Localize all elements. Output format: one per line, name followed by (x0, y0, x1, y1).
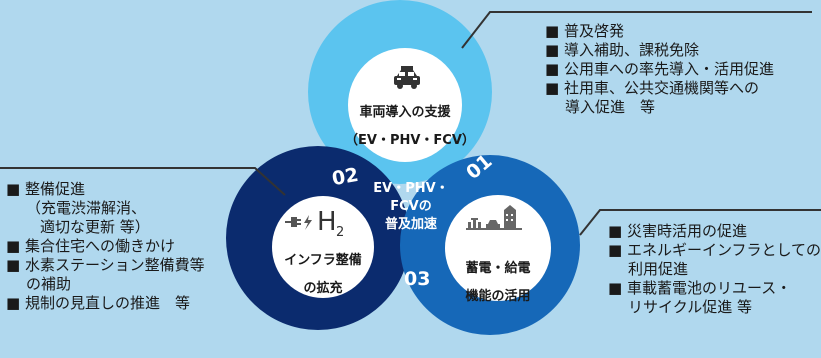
top-callout-line-1: ■ 普及啓発 (545, 22, 624, 40)
left-circle-subtitle-line: の拡充 (303, 281, 343, 296)
right-inner-disc (445, 195, 551, 301)
top-circle-subtitle-line: （EV・PHV・FCV） (345, 133, 475, 148)
h2-letter: H (317, 207, 337, 237)
right-callout-line-5: リサイクル促進 等 (628, 298, 753, 316)
left-circle-title: インフラ整備 の拡充 (273, 250, 373, 300)
top-callout-text: ■ 普及啓発 ■ 導入補助、課税免除 ■ 公用車への率先導入・活用促進 ■ 社用… (545, 22, 774, 117)
right-callout-line-3: 利用促進 (628, 260, 689, 278)
center-label: EV・PHV・ FCVの 普及加速 (366, 180, 456, 234)
top-circle-title: 車両導入の支援 （EV・PHV・FCV） (345, 102, 475, 152)
number-02: 02 (330, 163, 361, 191)
left-circle-title-line: インフラ整備 (284, 253, 362, 268)
left-callout-line-7: ■ 規制の見直しの推進 等 (6, 294, 190, 312)
h2-subscript: 2 (336, 225, 344, 240)
top-callout-line-5: 導入促進 等 (565, 98, 656, 116)
left-callout-line-4: ■ 集合住宅への働きかけ (6, 237, 175, 255)
top-callout-line-4: ■ 社用車、公共交通機関等への (545, 79, 759, 97)
right-callout-line-2: ■ エネルギーインフラとしての (608, 241, 821, 259)
left-callout-line (0, 167, 286, 196)
right-circle-subtitle-line: 機能の活用 (465, 289, 531, 304)
top-callout-line-2: ■ 導入補助、課税免除 (545, 41, 699, 59)
left-callout-line-1: ■ 整備促進 (6, 180, 85, 198)
left-callout-line-3: 適切な更新 等） (40, 218, 150, 236)
right-circle-title-line: 蓄電・給電 (465, 261, 531, 276)
top-circle-title-line: 車両導入の支援 (359, 105, 451, 120)
power-grid-icon (466, 205, 522, 230)
center-label-line3: 普及加速 (384, 217, 437, 232)
charger-hydrogen-icon (285, 215, 312, 230)
center-label-line2: FCVの (390, 199, 432, 214)
car-icon (394, 66, 420, 89)
top-callout-line-3: ■ 公用車への率先導入・活用促進 (545, 60, 774, 78)
top-callout-line (461, 11, 812, 49)
right-callout-line (579, 209, 821, 236)
left-callout-text: ■ 整備促進 （充電渋滞解消、 適切な更新 等） ■ 集合住宅への働きかけ ■ … (6, 180, 205, 313)
left-inner-disc (272, 196, 374, 298)
left-callout-line-2: （充電渋滞解消、 (26, 199, 147, 217)
right-callout-line-1: ■ 災害時活用の促進 (608, 222, 747, 240)
right-callout-line-4: ■ 車載蓄電池のリユース・ (608, 279, 792, 297)
right-circle-title: 蓄電・給電 機能の活用 (450, 258, 546, 308)
left-callout-line-6: の補助 (26, 275, 72, 293)
right-callout-text: ■ 災害時活用の促進 ■ エネルギーインフラとしての 利用促進 ■ 車載蓄電池の… (608, 222, 821, 317)
left-callout-line-5: ■ 水素ステーション整備費等 (6, 256, 205, 274)
number-03: 03 (404, 268, 431, 290)
top-inner-disc (348, 48, 462, 162)
center-label-line1: EV・PHV・ (373, 181, 449, 196)
